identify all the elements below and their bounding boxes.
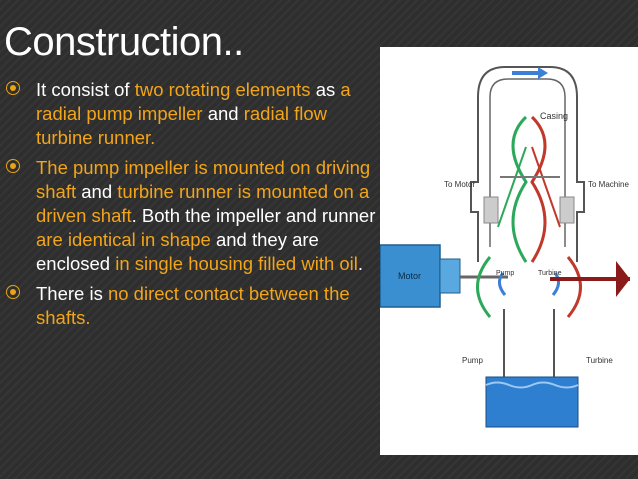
pump-bottom-label: Pump — [462, 356, 483, 365]
slide-title: Construction.. — [4, 20, 244, 64]
text-segment: and — [202, 103, 244, 124]
lower-turbine-curve — [566, 256, 582, 318]
motor-label: Motor — [398, 271, 421, 281]
motor-coupling — [439, 258, 461, 294]
casing-label: Casing — [540, 111, 568, 121]
text-segment: as — [310, 79, 341, 100]
highlight-segment: no direct contact between the shafts. — [36, 283, 350, 328]
motor-body — [380, 244, 441, 308]
text-segment: . Both the impeller and runner — [131, 205, 376, 226]
bullet-item: There is no direct contact between the s… — [6, 282, 376, 330]
pump-impeller-curve — [511, 115, 528, 263]
pump-blade-line — [497, 146, 527, 228]
left-fitting — [483, 196, 499, 224]
bullet-circle-icon — [6, 285, 20, 299]
bullet-text: The pump impeller is mounted on driving … — [36, 156, 376, 276]
flow-arrow-head-icon — [538, 67, 548, 79]
highlight-segment: turbine runner is mounted on a driven sh… — [36, 181, 370, 226]
to-motor-label: To Motor — [444, 180, 475, 189]
bullet-item: The pump impeller is mounted on driving … — [6, 156, 376, 276]
highlight-segment: The pump impeller is mounted on driving … — [36, 157, 371, 202]
left-flow-arrow-icon — [498, 272, 507, 296]
lower-pump-curve — [476, 256, 492, 318]
bullet-list: It consist of two rotating elements as a… — [6, 78, 376, 336]
casing-left-outline — [470, 97, 479, 262]
bullet-text: There is no direct contact between the s… — [36, 282, 376, 330]
highlight-segment: two rotating elements — [134, 79, 311, 100]
bullet-circle-icon — [6, 159, 20, 173]
turbine-top-label: Turbine — [538, 270, 562, 277]
bullet-item: It consist of two rotating elements as a… — [6, 78, 376, 150]
diagram-svg: Casing To Motor To Machine Motor Pump Tu… — [380, 66, 630, 428]
casing-inner-outline — [489, 78, 566, 247]
highlight-segment: are identical in shape — [36, 229, 211, 250]
highlight-segment: in single housing filled with oil — [115, 253, 358, 274]
highlight-segment: a radial pump impeller — [36, 79, 351, 124]
fluid-coupling-diagram: Casing To Motor To Machine Motor Pump Tu… — [380, 47, 638, 455]
text-segment: and — [76, 181, 118, 202]
right-fitting — [559, 196, 575, 224]
turbine-blade-line — [531, 146, 561, 228]
text-segment: . — [357, 253, 364, 274]
bullet-text: It consist of two rotating elements as a… — [36, 78, 376, 150]
casing-right-outline — [477, 66, 585, 262]
oil-surface-wave — [485, 381, 579, 389]
to-machine-label: To Machine — [588, 180, 629, 189]
highlight-segment: radial flow turbine runner. — [36, 103, 328, 148]
text-segment: and they are enclosed — [36, 229, 319, 274]
turbine-bottom-label: Turbine — [586, 356, 613, 365]
turbine-runner-curve — [530, 115, 547, 263]
text-segment: There is — [36, 283, 108, 304]
text-segment: It consist of — [36, 79, 135, 100]
driven-shaft-arrow-icon — [616, 261, 630, 297]
pump-top-label: Pump — [496, 270, 514, 277]
bullet-circle-icon — [6, 81, 20, 95]
right-flow-arrow-icon — [551, 272, 560, 296]
